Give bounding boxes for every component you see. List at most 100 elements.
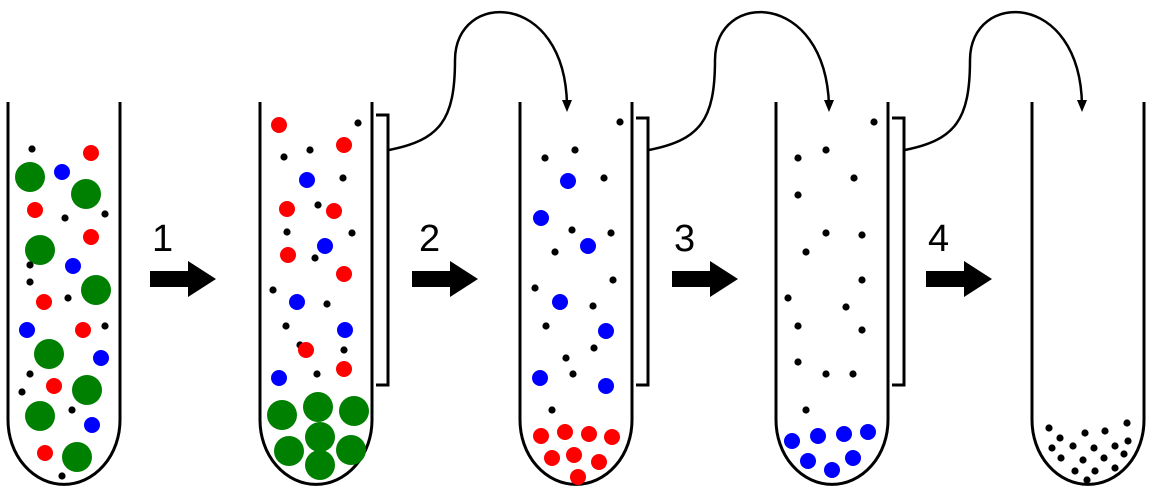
black-particle <box>1100 454 1108 462</box>
black-particle <box>858 231 866 239</box>
step-label-4: 4 <box>928 218 950 260</box>
blue-particle <box>299 172 315 188</box>
step-label-1: 1 <box>152 218 174 260</box>
blue-particle <box>845 450 861 466</box>
black-particle <box>1091 467 1099 475</box>
green-particle <box>62 442 92 472</box>
black-particle <box>283 228 291 236</box>
black-particle <box>589 302 597 310</box>
bracket-1 <box>376 113 390 387</box>
black-particle <box>548 406 556 414</box>
red-particle <box>336 137 352 153</box>
black-particle <box>340 346 348 354</box>
red-particle <box>581 426 597 442</box>
black-particle <box>1101 427 1109 435</box>
green-particle <box>25 401 55 431</box>
supernatant-brackets <box>376 113 906 387</box>
red-particle <box>36 294 52 310</box>
step-arrow-3 <box>672 261 738 297</box>
red-particle <box>75 322 91 338</box>
blue-particle <box>289 294 305 310</box>
transfer-curve-3 <box>904 10 1084 152</box>
blue-particle <box>836 426 852 442</box>
black-particle <box>541 154 549 162</box>
black-particle <box>607 229 615 237</box>
black-particle <box>822 229 830 237</box>
blue-particle <box>810 428 826 444</box>
black-particle <box>542 322 550 330</box>
red-particle <box>336 266 352 282</box>
transfer-curve-2 <box>648 10 831 152</box>
green-particle <box>305 450 335 480</box>
tube-4-blue-pellet <box>774 102 890 486</box>
red-particle <box>557 424 573 440</box>
transfer-arrowhead-3 <box>1077 100 1087 112</box>
black-particle <box>314 201 322 209</box>
blue-particle <box>580 238 596 254</box>
black-particle <box>282 322 290 330</box>
red-particle <box>570 469 586 485</box>
black-particle <box>802 248 810 256</box>
black-particle <box>64 294 72 302</box>
bracket-3 <box>892 116 906 387</box>
red-particle <box>37 445 53 461</box>
step-arrow-1 <box>150 261 216 297</box>
black-particle <box>571 146 579 154</box>
black-particle <box>306 146 314 154</box>
black-particle <box>822 370 830 378</box>
black-particle <box>794 191 802 199</box>
black-particle <box>269 286 277 294</box>
blue-particle <box>93 350 109 366</box>
red-particle <box>83 145 99 161</box>
black-particle <box>794 154 802 162</box>
red-particle <box>279 201 295 217</box>
green-particle <box>274 436 304 466</box>
black-particle <box>842 303 850 311</box>
green-particle <box>305 422 335 452</box>
blue-particle <box>552 294 568 310</box>
green-particle <box>336 435 366 465</box>
blue-particle <box>598 378 614 394</box>
black-particle <box>354 119 362 127</box>
green-particle <box>267 400 297 430</box>
blue-particle <box>337 322 353 338</box>
black-particle <box>26 261 34 269</box>
tube-5-black-pellet <box>1030 102 1146 486</box>
red-particle <box>83 229 99 245</box>
black-particle <box>28 145 36 153</box>
transfer-arrows <box>388 10 1087 152</box>
black-particle <box>1120 450 1128 458</box>
black-particle <box>858 326 866 334</box>
red-particle <box>604 429 620 445</box>
bracket-2 <box>636 116 650 387</box>
green-particle <box>339 396 369 426</box>
black-particle <box>280 153 288 161</box>
transfer-curve-1 <box>388 10 569 152</box>
red-particle <box>591 454 607 470</box>
blue-particle <box>784 433 800 449</box>
green-particle <box>15 162 45 192</box>
green-particle <box>81 275 111 305</box>
black-particle <box>850 174 858 182</box>
black-particle <box>1123 419 1131 427</box>
transfer-arrowhead-1 <box>562 100 572 112</box>
blue-particle <box>532 370 548 386</box>
blue-particle <box>800 453 816 469</box>
black-particle <box>339 174 347 182</box>
red-particle <box>298 342 314 358</box>
red-particle <box>544 450 560 466</box>
black-particle <box>1124 437 1132 445</box>
black-particle <box>311 254 319 262</box>
blue-particle <box>533 210 549 226</box>
black-particle <box>616 118 624 126</box>
blue-particle <box>317 238 333 254</box>
step-arrow-2 <box>412 261 478 297</box>
black-particle <box>870 118 878 126</box>
green-particle <box>72 375 102 405</box>
black-particle <box>600 174 608 182</box>
tube-3-red-pellet <box>518 102 634 486</box>
black-particle <box>1045 424 1053 432</box>
red-particle <box>280 247 296 263</box>
blue-particle <box>65 258 81 274</box>
black-particle <box>348 229 356 237</box>
